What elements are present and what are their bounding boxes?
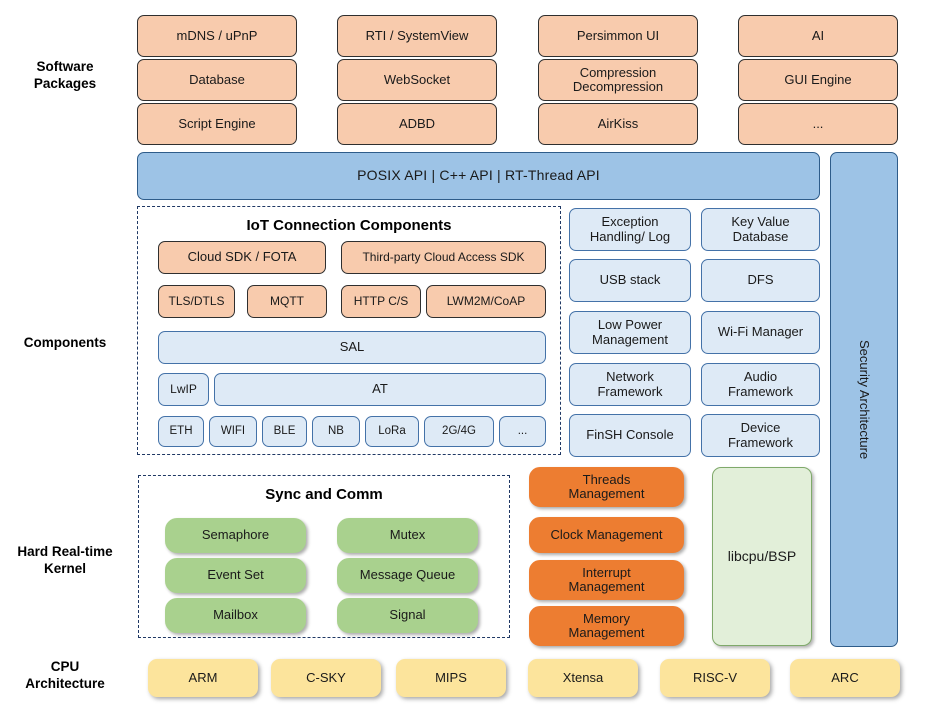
row-label-kernel-line2: Kernel xyxy=(43,561,87,576)
package-airkiss[interactable]: AirKiss xyxy=(538,103,698,145)
row-label-software-packages-line2: Packages xyxy=(33,76,97,91)
component-key-value-database[interactable]: Key Value Database xyxy=(701,208,820,251)
kernel-interrupt-line2: Management xyxy=(568,579,645,594)
iot-link-more[interactable]: ... xyxy=(499,416,546,447)
package-adbd[interactable]: ADBD xyxy=(337,103,497,145)
cpu-c-sky[interactable]: C-SKY xyxy=(271,659,381,697)
kernel-threads-line1: Threads xyxy=(582,471,631,487)
component-wifi-manager[interactable]: Wi-Fi Manager xyxy=(701,311,820,354)
kernel-message-queue[interactable]: Message Queue xyxy=(337,558,478,593)
component-device-line2: Framework xyxy=(727,434,793,450)
cpu-arc[interactable]: ARC xyxy=(790,659,900,697)
package-mdns-upnp[interactable]: mDNS / uPnP xyxy=(137,15,297,57)
iot-group-title: IoT Connection Components xyxy=(246,217,452,234)
component-audio-framework[interactable]: Audio Framework xyxy=(701,363,820,406)
iot-tls-dtls[interactable]: TLS/DTLS xyxy=(158,285,235,318)
package-ai[interactable]: AI xyxy=(738,15,898,57)
row-label-cpu-line2: Architecture xyxy=(25,676,105,691)
iot-link-eth[interactable]: ETH xyxy=(158,416,204,447)
kernel-semaphore[interactable]: Semaphore xyxy=(165,518,306,553)
libcpu-bsp[interactable]: libcpu/BSP xyxy=(712,467,812,646)
package-websocket[interactable]: WebSocket xyxy=(337,59,497,101)
package-script-engine[interactable]: Script Engine xyxy=(137,103,297,145)
component-low-power-management[interactable]: Low Power Management xyxy=(569,311,691,354)
row-label-cpu-architecture: CPU Architecture xyxy=(0,655,130,697)
component-finsh-console[interactable]: FinSH Console xyxy=(569,414,691,457)
component-dfs[interactable]: DFS xyxy=(701,259,820,302)
kernel-signal[interactable]: Signal xyxy=(337,598,478,633)
iot-link-lora[interactable]: LoRa xyxy=(365,416,419,447)
package-compression-line2: Decompression xyxy=(572,79,664,94)
component-audio-line2: Framework xyxy=(727,383,793,399)
kernel-interrupt-line1: Interrupt xyxy=(582,564,631,580)
package-rti-systemview[interactable]: RTI / SystemView xyxy=(337,15,497,57)
row-label-hard-real-time-kernel: Hard Real-time Kernel xyxy=(0,540,130,582)
component-exception-line1: Exception xyxy=(601,214,659,230)
kernel-event-set[interactable]: Event Set xyxy=(165,558,306,593)
iot-link-2g-4g[interactable]: 2G/4G xyxy=(424,416,494,447)
row-label-software-packages: Software Packages xyxy=(0,55,130,97)
security-architecture-label: Security Architecture xyxy=(857,339,873,460)
row-label-cpu-line1: CPU xyxy=(50,659,80,675)
component-network-line1: Network xyxy=(606,369,654,385)
iot-third-party-cloud-access-sdk[interactable]: Third-party Cloud Access SDK xyxy=(341,241,546,274)
component-exception-handling-log[interactable]: Exception Handling/ Log xyxy=(569,208,691,251)
component-usb-stack[interactable]: USB stack xyxy=(569,259,691,302)
row-label-software-packages-line1: Software xyxy=(36,59,94,75)
sync-and-comm-title: Sync and Comm xyxy=(265,486,383,503)
package-more[interactable]: ... xyxy=(738,103,898,145)
kernel-clock-management[interactable]: Clock Management xyxy=(529,517,684,553)
kernel-mailbox[interactable]: Mailbox xyxy=(165,598,306,633)
component-audio-line1: Audio xyxy=(743,369,778,385)
package-compression-line1: Compression xyxy=(579,64,657,80)
cpu-risc-v[interactable]: RISC-V xyxy=(660,659,770,697)
iot-at[interactable]: AT xyxy=(214,373,546,406)
row-label-kernel-line1: Hard Real-time xyxy=(17,544,113,560)
kernel-threads-management[interactable]: Threads Management xyxy=(529,467,684,507)
package-gui-engine[interactable]: GUI Engine xyxy=(738,59,898,101)
package-persimmon-ui[interactable]: Persimmon UI xyxy=(538,15,698,57)
kernel-threads-line2: Management xyxy=(568,486,645,501)
kernel-memory-line1: Memory xyxy=(583,610,630,626)
iot-link-nb[interactable]: NB xyxy=(312,416,360,447)
iot-cloud-sdk-fota[interactable]: Cloud SDK / FOTA xyxy=(158,241,326,274)
component-keyvalue-line1: Key Value xyxy=(731,214,790,230)
iot-http-cs[interactable]: HTTP C/S xyxy=(341,285,421,318)
kernel-interrupt-management[interactable]: Interrupt Management xyxy=(529,560,684,600)
cpu-arm[interactable]: ARM xyxy=(148,659,258,697)
iot-sal[interactable]: SAL xyxy=(158,331,546,364)
component-keyvalue-line2: Database xyxy=(732,228,789,244)
row-label-components: Components xyxy=(23,334,107,350)
iot-mqtt[interactable]: MQTT xyxy=(247,285,327,318)
component-network-framework[interactable]: Network Framework xyxy=(569,363,691,406)
component-network-line2: Framework xyxy=(597,383,663,399)
package-compression-decompression[interactable]: Compression Decompression xyxy=(538,59,698,101)
cpu-xtensa[interactable]: Xtensa xyxy=(528,659,638,697)
iot-link-ble[interactable]: BLE xyxy=(262,416,307,447)
api-layer-bar[interactable]: POSIX API | C++ API | RT-Thread API xyxy=(137,152,820,200)
component-device-framework[interactable]: Device Framework xyxy=(701,414,820,457)
component-device-line1: Device xyxy=(740,420,781,436)
package-database[interactable]: Database xyxy=(137,59,297,101)
kernel-mutex[interactable]: Mutex xyxy=(337,518,478,553)
iot-link-wifi[interactable]: WIFI xyxy=(209,416,257,447)
security-architecture-column[interactable]: Security Architecture xyxy=(830,152,898,647)
iot-lwip[interactable]: LwIP xyxy=(158,373,209,406)
kernel-memory-line2: Management xyxy=(568,625,645,640)
component-low-power-line1: Low Power xyxy=(597,317,663,333)
cpu-mips[interactable]: MIPS xyxy=(396,659,506,697)
kernel-memory-management[interactable]: Memory Management xyxy=(529,606,684,646)
iot-lwm2m-coap[interactable]: LWM2M/CoAP xyxy=(426,285,546,318)
component-low-power-line2: Management xyxy=(592,331,668,347)
component-exception-line2: Handling/ Log xyxy=(589,228,671,244)
